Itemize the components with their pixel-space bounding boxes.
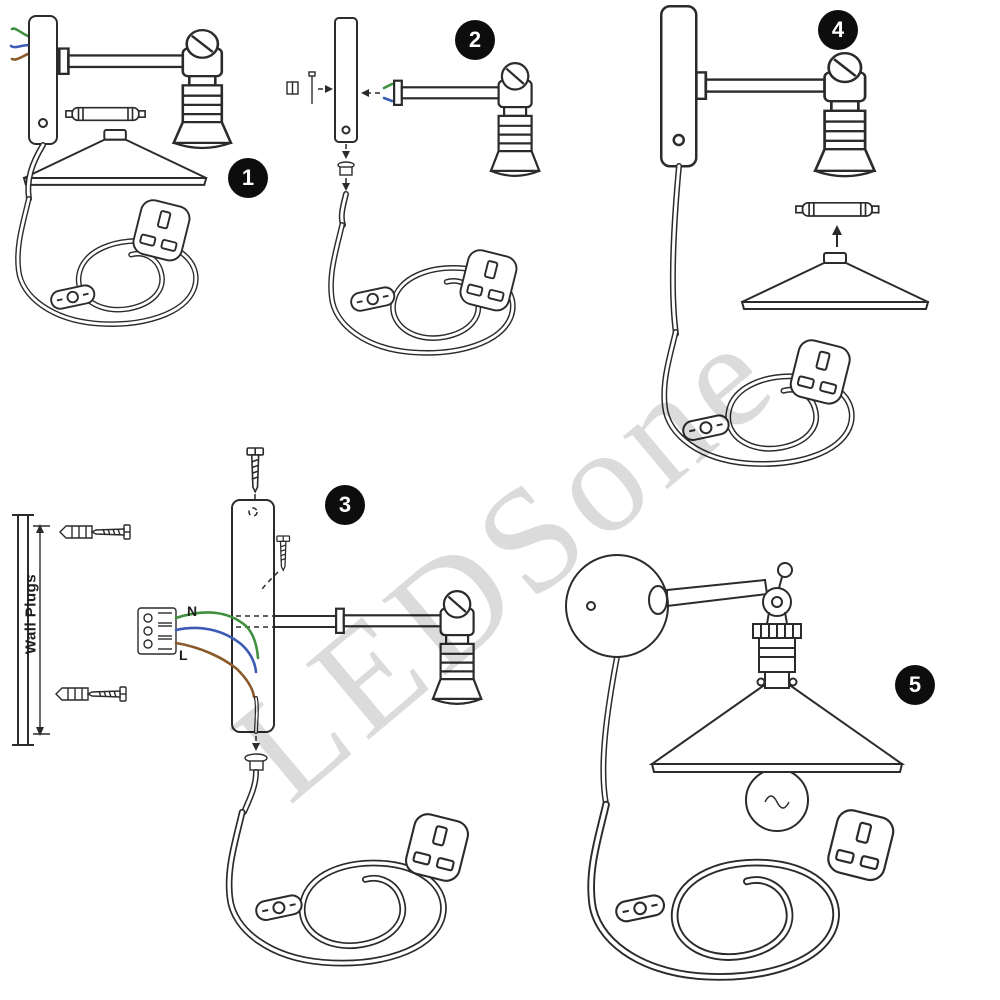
- neutral-wire: [382, 96, 394, 103]
- step-4-badge: 4: [818, 10, 858, 50]
- inline-switch: [48, 282, 97, 312]
- arrow-down-icon: [342, 151, 350, 159]
- cord-grip: [337, 161, 355, 176]
- screw: [91, 524, 131, 540]
- step-3-badge: 3: [325, 485, 365, 525]
- arm-and-lamp-holder: [393, 61, 541, 177]
- step-3-drawing: [12, 447, 483, 963]
- inline-switch: [613, 892, 667, 925]
- wall-plate: [660, 5, 698, 168]
- lamp-holder: [752, 623, 802, 673]
- cone-shade: [648, 685, 906, 773]
- hook-joint: [762, 562, 793, 625]
- dimension-arrow: [33, 525, 50, 735]
- wall-plugs-label: Wall Plugs: [22, 573, 40, 655]
- neutral-wire: [9, 43, 32, 49]
- arrow-right-icon: [325, 85, 333, 93]
- cone-shade: [741, 252, 929, 310]
- step-1-badge: 1: [228, 158, 268, 198]
- arm-and-lamp-holder: [694, 51, 876, 178]
- connector-tube: [795, 201, 880, 217]
- live-wire: [174, 641, 256, 699]
- inline-switch: [253, 892, 305, 923]
- step-4-drawing: [660, 5, 929, 464]
- live-wire: [10, 51, 32, 61]
- uk-plug: [456, 246, 521, 314]
- earth-wire: [382, 82, 394, 90]
- wall-section: [12, 514, 34, 746]
- step-2-drawing: [286, 17, 541, 353]
- arrow-down-icon: [36, 727, 44, 736]
- step-5-drawing: [565, 554, 906, 977]
- step-5-badge: 5: [895, 665, 935, 705]
- earth-wire: [174, 611, 260, 660]
- wall-plug-anchor-top: [59, 525, 93, 539]
- arrow-up-icon: [832, 225, 842, 235]
- side-bar-plate: [334, 17, 358, 143]
- shade-fitter: [756, 671, 798, 689]
- uk-plug: [824, 806, 898, 885]
- arm-and-lamp-holder: [335, 589, 483, 705]
- arrow-down-icon: [252, 743, 260, 751]
- arrow-up-icon: [36, 524, 44, 533]
- connector-tube: [65, 106, 146, 122]
- grub-screw-part: [286, 71, 316, 104]
- wall-plate: [28, 15, 58, 145]
- power-cord: [591, 805, 836, 977]
- uk-plug: [402, 810, 472, 885]
- side-screw: [276, 535, 291, 571]
- wall-plug-anchor-bottom: [55, 687, 89, 701]
- live-wire-label: L: [179, 647, 188, 663]
- wall-arm: [666, 578, 769, 608]
- inline-switch: [680, 412, 732, 443]
- light-bulb: [745, 768, 809, 832]
- screw-hole: [248, 507, 258, 517]
- terminal-block: [137, 607, 177, 655]
- arrow-down-icon: [342, 183, 350, 191]
- neutral-wire: [174, 626, 258, 674]
- screw: [87, 686, 127, 702]
- mounting-screw: [246, 447, 265, 493]
- round-wall-plate: [565, 554, 669, 658]
- arm-and-lamp-holder: [57, 28, 233, 150]
- cord-grip: [244, 753, 268, 771]
- neutral-wire-label: N: [187, 603, 198, 619]
- arrow-left-icon: [361, 89, 369, 97]
- step-1-drawing: [9, 15, 233, 324]
- step-2-badge: 2: [455, 20, 495, 60]
- earth-wire: [10, 27, 32, 39]
- inline-switch: [348, 284, 397, 314]
